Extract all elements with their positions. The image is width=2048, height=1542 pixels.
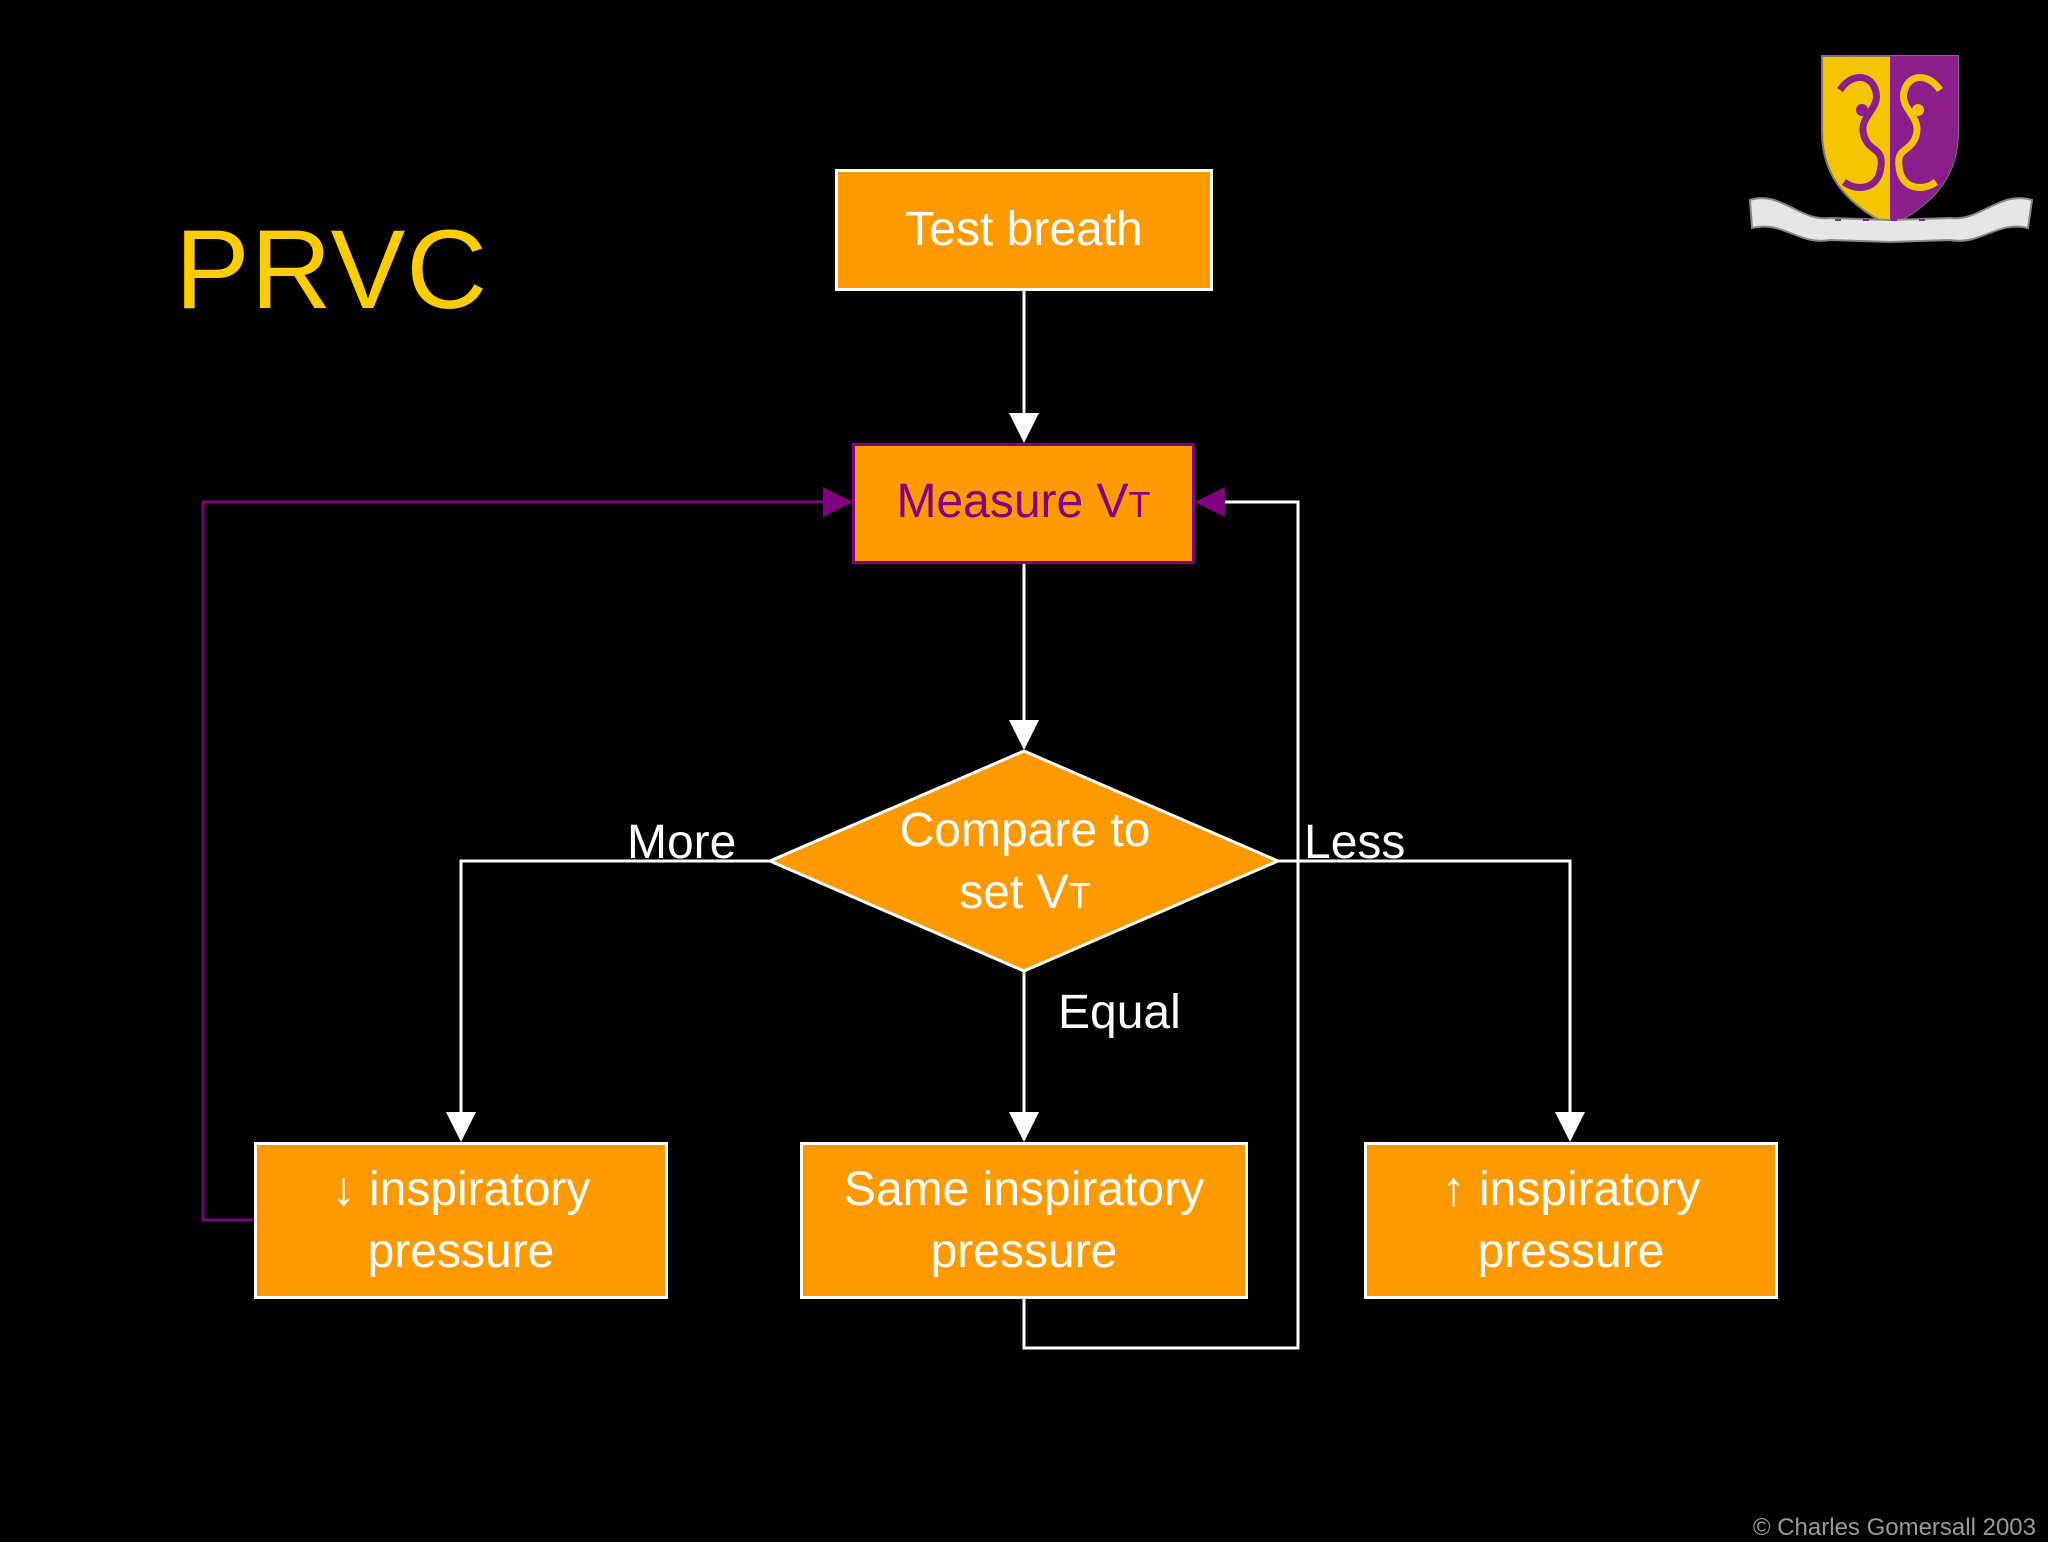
branch-equal-label: Equal bbox=[1058, 986, 1181, 1039]
decrease-pressure-box: ↓ inspiratory pressure bbox=[254, 1142, 668, 1299]
decrease-pressure-label: ↓ inspiratory pressure bbox=[331, 1162, 591, 1278]
branch-more-label: More bbox=[627, 816, 737, 869]
compare-label: Compare to set VT bbox=[899, 804, 1151, 919]
increase-pressure-label: ↑ inspiratory pressure bbox=[1441, 1162, 1701, 1278]
university-crest-logo bbox=[1748, 55, 2034, 244]
test-breath-label: Test breath bbox=[905, 203, 1143, 256]
slide-title: PRVC bbox=[175, 207, 489, 332]
connector-less bbox=[1278, 859, 1585, 1142]
same-pressure-label: Same inspiratory pressure bbox=[843, 1162, 1205, 1278]
same-pressure-box: Same inspiratory pressure bbox=[800, 1142, 1248, 1299]
copyright-notice: © Charles Gomersall 2003 bbox=[1752, 1514, 2036, 1541]
measure-vt-box: Measure VT bbox=[852, 443, 1195, 564]
test-breath-box: Test breath bbox=[835, 169, 1213, 291]
branch-less-label: Less bbox=[1304, 816, 1406, 869]
measure-vt-label: Measure VT bbox=[896, 475, 1151, 528]
connector-same-loop bbox=[1022, 487, 1300, 1350]
increase-pressure-box: ↑ inspiratory pressure bbox=[1364, 1142, 1778, 1299]
connector-decrease-loop bbox=[201, 487, 853, 1222]
connector-more bbox=[446, 859, 770, 1142]
